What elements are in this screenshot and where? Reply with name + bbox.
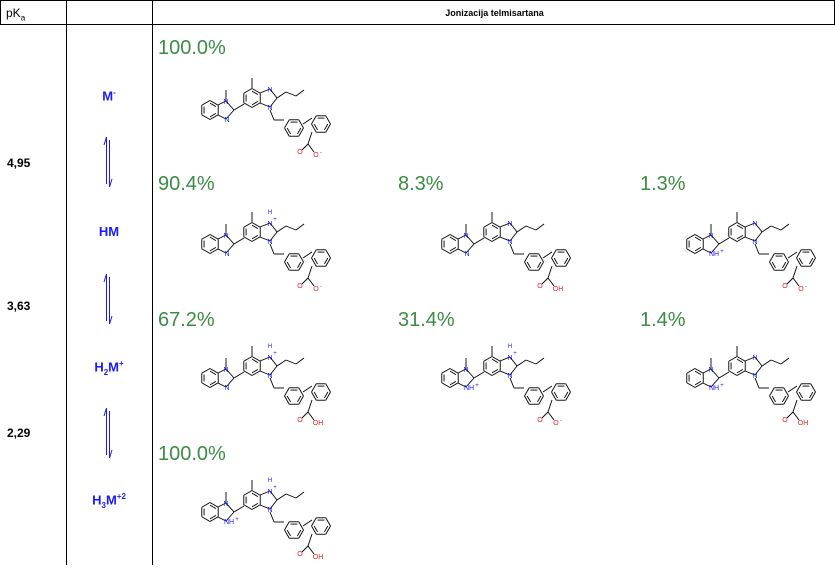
oxygen-label: O	[798, 286, 804, 293]
percentage-hm-1: 90.4%	[158, 173, 215, 195]
charge-sign: +	[273, 485, 277, 491]
oxygen-label: O	[297, 149, 303, 156]
column-divider-2	[152, 0, 153, 565]
nitrogen-label: N	[708, 233, 713, 240]
nitrogen-label: N	[267, 355, 272, 362]
charge-sign: -	[320, 284, 322, 290]
species-label-h3m: H3M+2	[92, 492, 126, 510]
oxygen-label: O	[313, 152, 319, 159]
nitrogen-label: N	[267, 373, 272, 380]
percentage-hm-3: 1.3%	[640, 173, 686, 195]
nitrogen-label: NH	[709, 385, 719, 392]
column-divider-1	[66, 0, 67, 565]
table-border-left	[0, 0, 1, 25]
oxygen-label: O	[537, 417, 543, 424]
oxygen-label: O	[297, 417, 303, 424]
oxygen-label: O	[553, 420, 559, 427]
pka-column-header: pKa	[6, 6, 26, 23]
structure-hm-2: N N N N O OH	[441, 212, 571, 293]
percentage-h2m-3: 1.4%	[640, 309, 686, 331]
charge-sign: +	[475, 383, 479, 389]
equilibrium-arrow-2	[103, 273, 113, 325]
table-title: Jonizacija telmisartana	[445, 8, 544, 18]
nitrogen-label: N	[267, 87, 272, 94]
nitrogen-label: N	[224, 251, 229, 258]
nitrogen-label: N	[223, 501, 228, 508]
nitrogen-label: N	[507, 373, 512, 380]
nitrogen-label: N	[752, 373, 757, 380]
nitrogen-label: N	[267, 105, 272, 112]
equilibrium-arrow-3	[103, 407, 113, 459]
species-label-h2m: H2M+	[94, 359, 124, 377]
structure-h2m-3: N NH+ N N O OH	[686, 346, 816, 427]
oxygen-label: O	[297, 283, 303, 290]
nitrogen-label: N	[507, 239, 512, 246]
hydroxyl-label: OH	[313, 554, 324, 561]
nitrogen-label: N	[752, 355, 757, 362]
hydroxyl-label: OH	[798, 420, 809, 427]
nitrogen-label: N	[224, 385, 229, 392]
charge-sign: -	[805, 284, 807, 290]
charge-sign: +	[720, 383, 724, 389]
hydroxyl-label: OH	[553, 286, 564, 293]
oxygen-label: O	[313, 286, 319, 293]
nitrogen-label: NH	[224, 519, 234, 526]
charge-sign: +	[720, 249, 724, 255]
nitrogen-label: N	[708, 367, 713, 374]
table-header-rule	[0, 24, 835, 25]
percentage-h2m-1: 67.2%	[158, 309, 215, 331]
nitrogen-label: N	[752, 239, 757, 246]
pka-value-1: 4,95	[7, 156, 31, 170]
charge-sign: +	[235, 517, 239, 523]
charge-sign: +	[513, 351, 517, 357]
species-label-m: M-	[102, 88, 116, 104]
nitrogen-label: N	[752, 221, 757, 228]
oxygen-label: O	[782, 417, 788, 424]
hydroxyl-label: OH	[313, 420, 324, 427]
pka-value-3: 2,29	[7, 426, 31, 440]
hydrogen-label: H	[268, 210, 272, 216]
charge-sign: -	[320, 150, 322, 156]
nitrogen-label: N	[224, 117, 229, 124]
pka-value-2: 3,63	[7, 299, 31, 313]
nitrogen-label: NH	[464, 385, 474, 392]
nitrogen-label: NH	[709, 251, 719, 258]
nitrogen-label: N	[267, 489, 272, 496]
nitrogen-label: N	[223, 99, 228, 106]
nitrogen-label: N	[507, 221, 512, 228]
percentage-h3m: 100.0%	[158, 443, 226, 465]
oxygen-label: O	[782, 283, 788, 290]
percentage-h2m-2: 31.4%	[398, 309, 455, 331]
table-top-rule	[0, 0, 835, 1]
hydrogen-label: H	[508, 344, 512, 350]
charge-sign: +	[273, 351, 277, 357]
percentage-m: 100.0%	[158, 37, 226, 59]
nitrogen-label: N	[463, 233, 468, 240]
nitrogen-label: N	[463, 367, 468, 374]
charge-sign: +	[273, 217, 277, 223]
hydrogen-label: H	[268, 344, 272, 350]
oxygen-label: O	[297, 551, 303, 558]
oxygen-label: O	[537, 283, 543, 290]
charge-sign: -	[560, 418, 562, 424]
nitrogen-label: N	[507, 355, 512, 362]
percentage-hm-2: 8.3%	[398, 173, 444, 195]
nitrogen-label: N	[223, 367, 228, 374]
nitrogen-label: N	[267, 239, 272, 246]
species-label-hm: HM	[98, 224, 120, 239]
nitrogen-label: N	[267, 221, 272, 228]
hydrogen-label: H	[268, 478, 272, 484]
nitrogen-label: N	[223, 233, 228, 240]
nitrogen-label: N	[267, 507, 272, 514]
equilibrium-arrow-1	[103, 136, 113, 188]
nitrogen-label: N	[464, 251, 469, 258]
